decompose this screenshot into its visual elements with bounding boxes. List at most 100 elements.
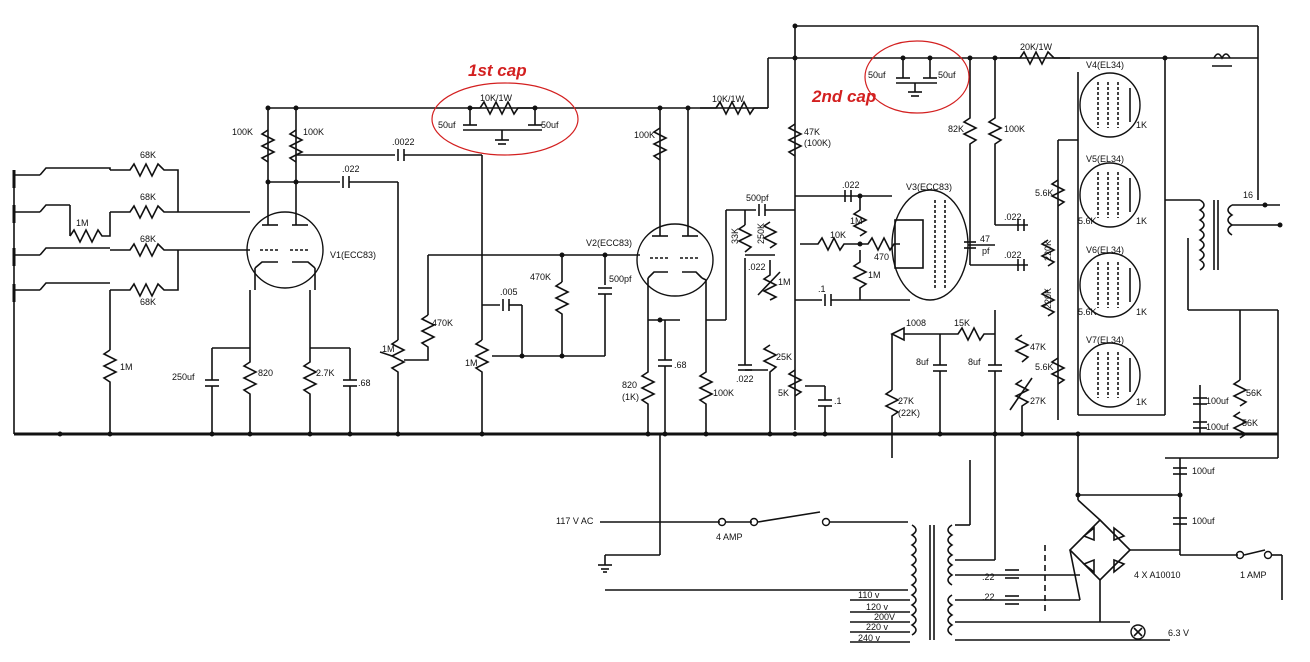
label-tap-240: 240 v — [858, 633, 881, 643]
tube-v2 — [636, 108, 714, 297]
label-v7: V7(EL34) — [1086, 335, 1124, 345]
junction-dots — [57, 23, 1183, 498]
second-filter-cap — [896, 58, 937, 97]
label-68k-3: 68K — [140, 234, 156, 244]
power-transformer — [910, 524, 954, 640]
label-v3: V3(ECC83) — [906, 182, 952, 192]
label-500pf-a: 500pf — [609, 274, 632, 284]
label-68k-2: 68K — [140, 192, 156, 202]
label-c-022-mid: .022 — [748, 262, 766, 272]
label-100uf-a: 100uf — [1206, 396, 1229, 406]
label-tap-220: 220 v — [866, 622, 889, 632]
label-100k-v2: 100K — [634, 130, 655, 140]
label-50uf-second-left: 50uf — [868, 70, 886, 80]
label-820-v2: 820 — [622, 380, 637, 390]
input-jacks — [12, 167, 111, 434]
label-c-1: .1 — [834, 396, 842, 406]
pilot-lamp-icon — [1130, 624, 1146, 640]
label-100uf-b: 100uf — [1206, 422, 1229, 432]
label-5-6k-d: 5.6K — [1078, 216, 1097, 226]
label-27k-22k: 27K — [898, 396, 914, 406]
label-47k-bias: 47K — [1030, 342, 1046, 352]
tube-v4 — [1079, 72, 1141, 138]
label-1k-a: 1K — [1136, 120, 1147, 130]
label-c-68-v2: .68 — [674, 360, 687, 370]
label-470-pi: 470 — [874, 252, 889, 262]
tube-v5 — [1079, 162, 1141, 228]
label-68k-4: 68K — [140, 297, 156, 307]
label-1m-mid-pot: 1M — [778, 277, 791, 287]
label-5-6k-b: 5.6K — [1078, 307, 1097, 317]
label-1m-mid: 1M — [76, 218, 89, 228]
label-1m-pot-b: 1M — [465, 358, 478, 368]
label-250uf: 250uf — [172, 372, 195, 382]
label-c-022-low: .022 — [736, 374, 754, 384]
label-c-022: .022 — [342, 164, 360, 174]
label-tap-110: 110 v — [858, 590, 880, 600]
rectifier-bridge — [1068, 434, 1180, 622]
label-1m-grid: 1M — [120, 362, 133, 372]
bias-supply — [884, 310, 1033, 458]
label-cap-22-b: .22 — [982, 592, 995, 602]
label-c-0022: .0022 — [392, 137, 415, 147]
label-47pf-a: 47 — [980, 234, 990, 244]
label-8uf-a: 8uf — [916, 357, 929, 367]
label-10k-pi: 10K — [830, 230, 846, 240]
second-cap-circle — [864, 40, 970, 114]
label-500pf-top: 500pf — [746, 193, 769, 203]
label-100uf-c: 100uf — [1192, 466, 1215, 476]
label-1k-d: 1K — [1136, 397, 1147, 407]
label-820: 820 — [258, 368, 273, 378]
tube-v6 — [1079, 252, 1141, 318]
label-25k-pot: 25K — [776, 352, 792, 362]
choke-symbol — [1212, 53, 1232, 67]
label-1m-pi-b: 1M — [868, 270, 881, 280]
label-c-022-pi: .022 — [842, 180, 860, 190]
label-c-68: .68 — [358, 378, 371, 388]
r-10k-1w-mid — [700, 100, 768, 116]
label-50uf-first-right: 50uf — [541, 120, 559, 130]
label-1k-c: 1K — [1136, 307, 1147, 317]
label-1m-pi-a: 1M — [850, 216, 863, 226]
first-cap-circle — [431, 82, 579, 156]
label-100uf-d: 100uf — [1192, 516, 1215, 526]
label-v2: V2(ECC83) — [586, 238, 632, 248]
label-47pf-b: pf — [982, 246, 990, 256]
tube-v7 — [1079, 342, 1141, 408]
annotation-first-cap: 1st cap — [468, 61, 527, 80]
label-47k-mid: 47K — [804, 127, 820, 137]
annotation-second-cap: 2nd cap — [811, 87, 876, 106]
label-5-6k-a: 5.6K — [1035, 188, 1054, 198]
label-2-7k: 2.7K — [316, 368, 335, 378]
label-cap-22-a: .22 — [982, 572, 995, 582]
label-v4: V4(EL34) — [1086, 60, 1124, 70]
label-1-amp: 1 AMP — [1240, 570, 1267, 580]
label-100k-pi: 100K — [1004, 124, 1025, 134]
label-100k-b: 100K — [303, 127, 324, 137]
label-20k-1w: 20K/1W — [1020, 42, 1053, 52]
r-100k-b — [288, 129, 304, 163]
first-filter-cap — [463, 100, 542, 145]
output-transformer — [1198, 199, 1283, 271]
mains-input — [598, 434, 908, 591]
label-27k-pot: 27K — [1030, 396, 1046, 406]
label-10k-1w-first: 10K/1W — [480, 93, 513, 103]
label-tap-200: 200V — [874, 612, 895, 622]
label-10k-1w-mid: 10K/1W — [712, 94, 745, 104]
label-16-ohm: 16 — [1243, 190, 1253, 200]
label-v1: V1(ECC83) — [330, 250, 376, 260]
label-50uf-second-right: 50uf — [938, 70, 956, 80]
label-v6: V6(EL34) — [1086, 245, 1124, 255]
label-56k-b: 56K — [1242, 418, 1258, 428]
label-6-3v: 6.3 V — [1168, 628, 1189, 638]
label-c-005: .005 — [500, 287, 518, 297]
label-8uf-b: 8uf — [968, 357, 981, 367]
input-resistors — [69, 162, 250, 434]
tone-stack — [379, 254, 640, 434]
label-5-6k-c: 5.6K — [1035, 362, 1054, 372]
label-5k: 5K — [778, 388, 789, 398]
label-470k-b: 470K — [530, 272, 551, 282]
ground-bus — [14, 432, 1279, 459]
label-1k-b: 1K — [1136, 216, 1147, 226]
